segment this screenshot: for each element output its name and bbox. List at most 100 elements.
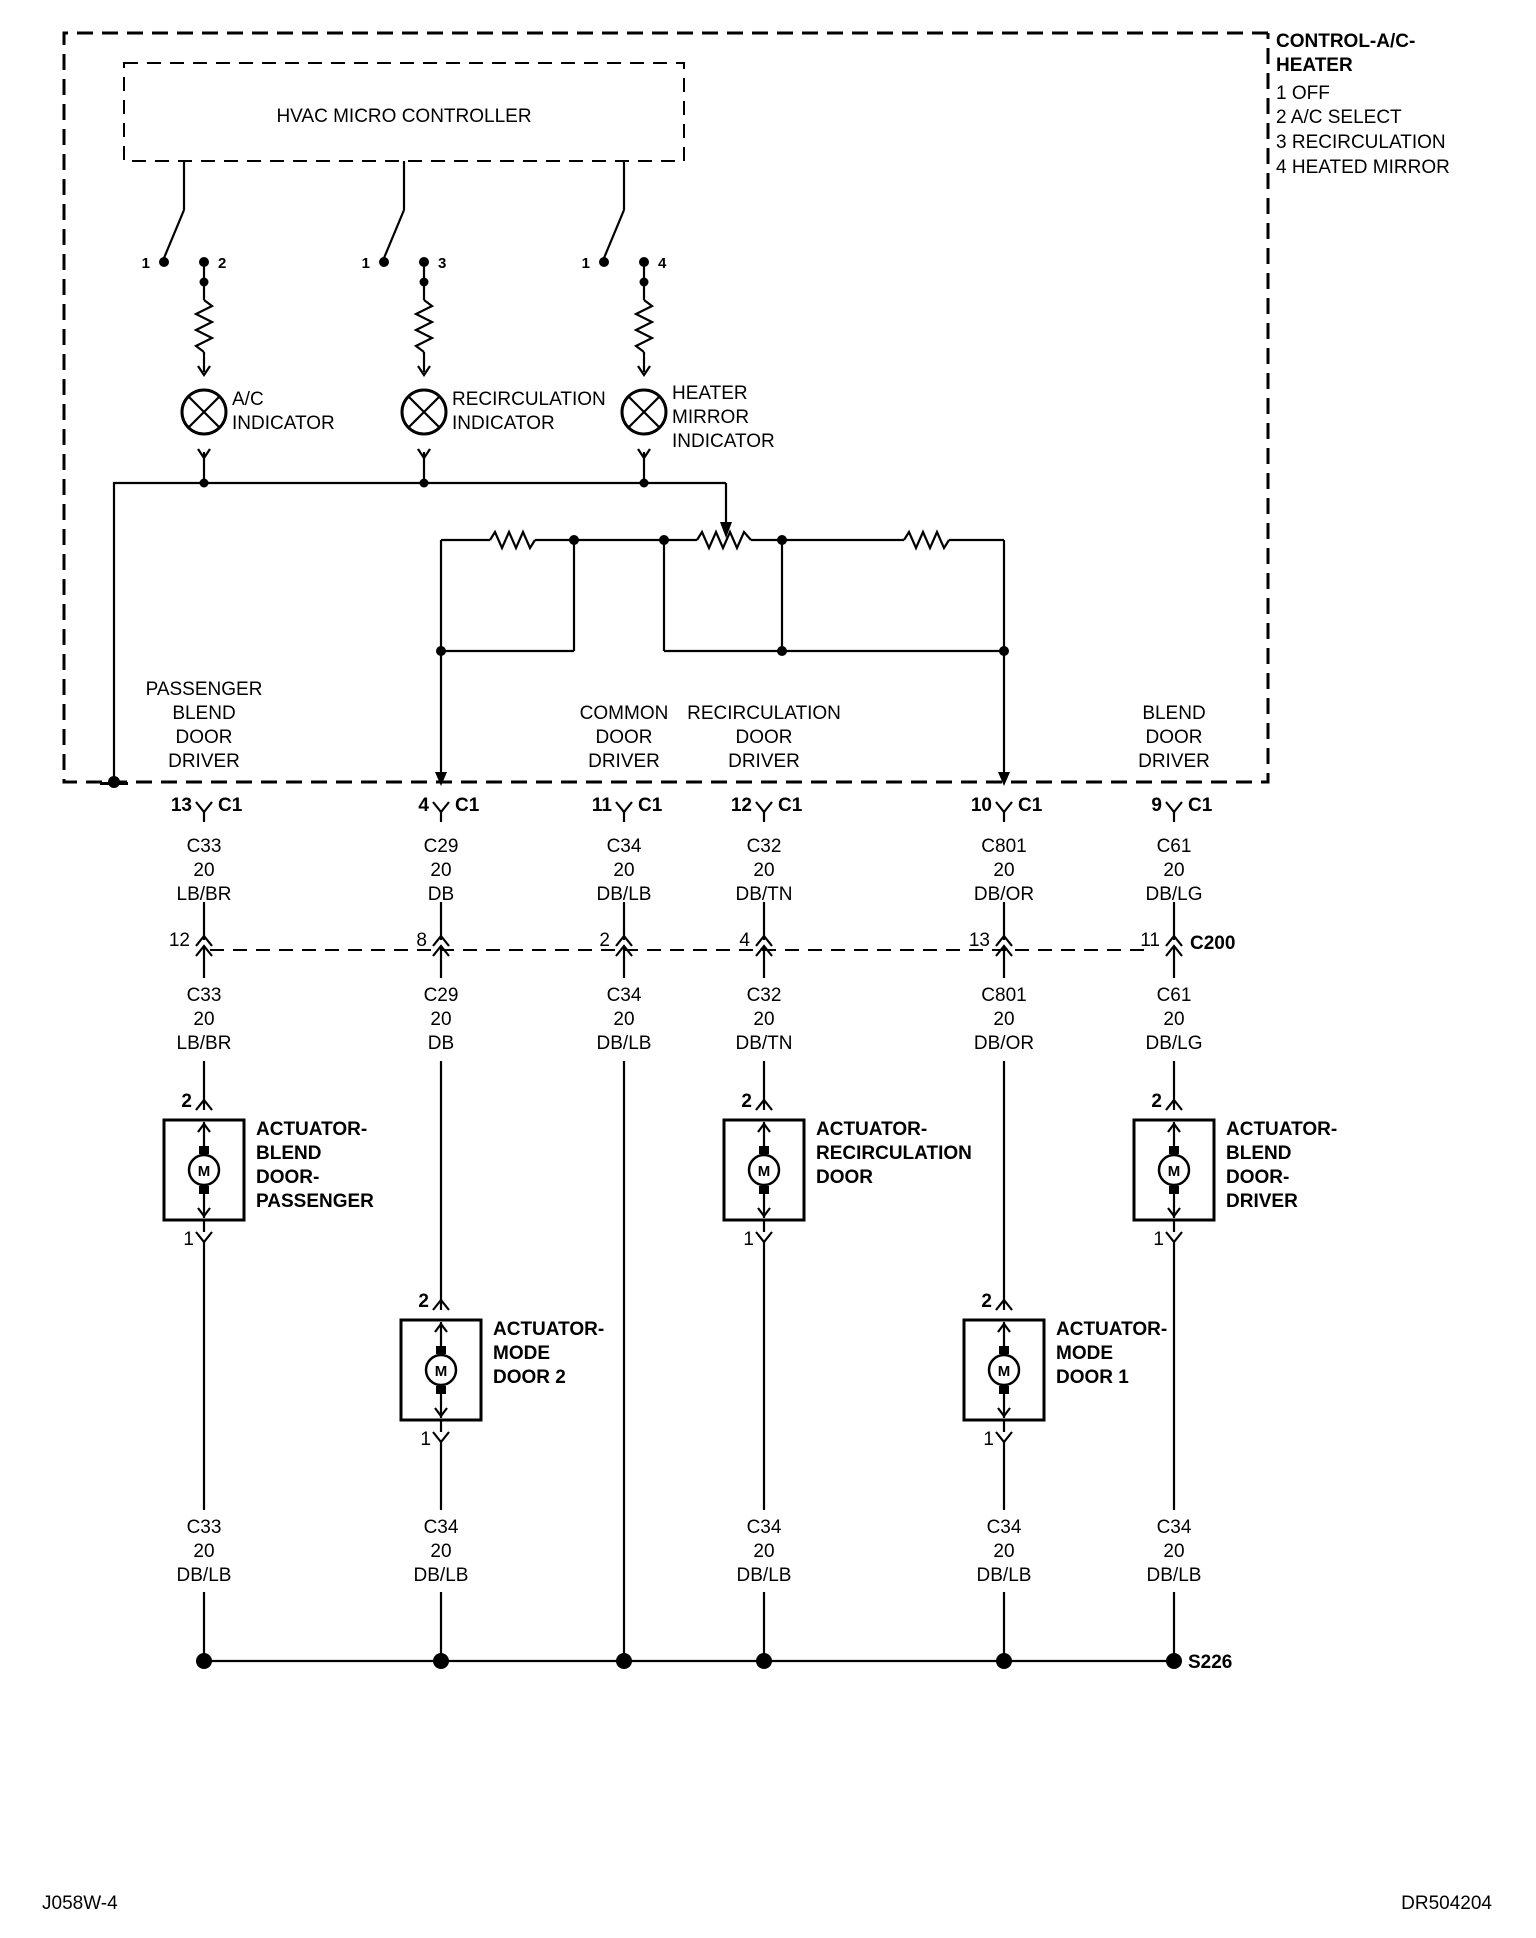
upper-wire-gauge: 20 [993,860,1014,881]
lower-wire-color: DB/TN [736,1033,793,1054]
c200-terminal-top-icon [195,934,213,947]
c1-terminal-icon [755,801,773,814]
motor-label: M [198,1163,211,1180]
c1-connector-label: C1 [218,795,243,816]
legend-item-heated-mirror: 4 HEATED MIRROR [1276,157,1450,178]
c200-terminal-top-icon [615,934,633,947]
indicator-label: INDICATOR [232,413,335,434]
ground-wire-gauge: 20 [1163,1541,1184,1562]
module-output-label: DRIVER [728,751,800,772]
upper-wire-gauge: 20 [1163,860,1184,881]
upper-wire-color: DB/OR [974,884,1034,905]
switch-pos-b-label: 4 [658,255,667,272]
upper-wire-gauge: 20 [613,860,634,881]
c200-terminal-top-icon [1165,934,1183,947]
c1-connector-label: C1 [778,795,803,816]
motor-label: M [435,1363,448,1380]
actuator-pin-bottom-label: 1 [983,1429,994,1450]
switch-pos-a-label: 1 [582,255,590,272]
upper-wire-circuit: C34 [607,836,642,857]
actuator-bottom-terminal-icon [1165,1231,1183,1244]
upper-wire-gauge: 20 [193,860,214,881]
indicator-label: A/C [232,389,264,410]
ground-wire-circuit: C34 [424,1517,459,1538]
actuator-label: DOOR 1 [1056,1367,1129,1388]
actuator-label: DRIVER [1226,1191,1298,1212]
module-output-label: DOOR [596,727,653,748]
module-outline [62,31,1270,784]
actuator-pin-bottom-label: 1 [743,1229,754,1250]
upper-wire-circuit: C61 [1157,836,1192,857]
indicator-label: INDICATOR [672,431,775,452]
module-output-label: DRIVER [1138,751,1210,772]
actuator-pin-top-label: 2 [741,1091,752,1112]
upper-wire-gauge: 20 [430,860,451,881]
module-output-label: DRIVER [168,751,240,772]
motor-icon [747,1153,781,1187]
module-title-line-2: HEATER [1276,55,1353,76]
actuator-label: PASSENGER [256,1191,374,1212]
upper-wire-color: DB/TN [736,884,793,905]
lower-wire-gauge: 20 [993,1009,1014,1030]
module-output-label: DOOR [176,727,233,748]
c1-pin-label: 10 [971,795,992,816]
ground-wire-gauge: 20 [993,1541,1014,1562]
module-output-label: DOOR [1146,727,1203,748]
c200-pin-label: 2 [599,930,610,951]
splice-dot [196,1653,212,1669]
actuator-label: DOOR- [1226,1167,1289,1188]
ground-wire-circuit: C34 [747,1517,782,1538]
switch-position-legend: 1 OFF 2 A/C SELECT 3 RECIRCULATION 4 HEA… [1276,83,1450,178]
switch-heater-mirror [602,209,626,259]
actuator-label: DOOR [816,1167,873,1188]
switch-ac [162,209,186,259]
c29-output-arrow-icon [435,772,447,786]
module-output-label: COMMON [580,703,669,724]
upper-wire-color: LB/BR [177,884,232,905]
motor-label: M [1168,1163,1181,1180]
ground-wire-color: DB/LB [977,1565,1032,1586]
module-output-label: BLEND [172,703,235,724]
resistor-network [435,529,1010,786]
switch-pos-b-label: 3 [438,255,446,272]
c1-terminal-icon [432,801,450,814]
actuator-label: DOOR 2 [493,1367,566,1388]
actuator-pin-bottom-label: 1 [1153,1229,1164,1250]
lower-wire-circuit: C32 [747,985,782,1006]
splice-dot [996,1653,1012,1669]
lower-wire-circuit: C34 [607,985,642,1006]
actuator-bottom-terminal-icon [432,1431,450,1444]
switch-pos-a-label: 1 [362,255,370,272]
lower-wire-circuit: C33 [187,985,222,1006]
actuator-label: ACTUATOR- [1226,1119,1337,1140]
actuator-label: ACTUATOR- [256,1119,367,1140]
resistor-recirculation-icon [413,299,435,353]
resistor-pot-icon [696,529,752,551]
ground-wire-color: DB/LB [737,1565,792,1586]
module-output-label: PASSENGER [146,679,263,700]
footer-right-code: DR504204 [1401,1893,1492,1914]
legend-item-off: 1 OFF [1276,83,1330,104]
actuator-pin-top-label: 2 [418,1291,429,1312]
splice-label: S226 [1188,1652,1232,1673]
actuator-label: ACTUATOR- [493,1319,604,1340]
upper-wire-circuit: C32 [747,836,782,857]
lower-wire-gauge: 20 [430,1009,451,1030]
c200-terminal-top-icon [995,934,1013,947]
lower-wire-color: DB/LG [1145,1033,1202,1054]
actuator-label: DOOR- [256,1167,319,1188]
splice-dot [756,1653,772,1669]
